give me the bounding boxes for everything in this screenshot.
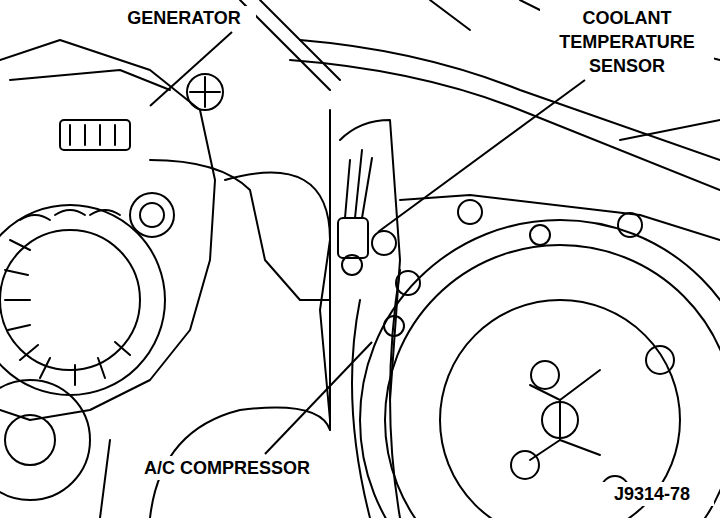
part-label: GENERATOR	[112, 6, 256, 30]
part-label: J9314-78	[590, 482, 714, 506]
part-label: COOLANT TEMPERATURE SENSOR	[540, 6, 714, 78]
part-label: A/C COMPRESSOR	[140, 456, 314, 480]
